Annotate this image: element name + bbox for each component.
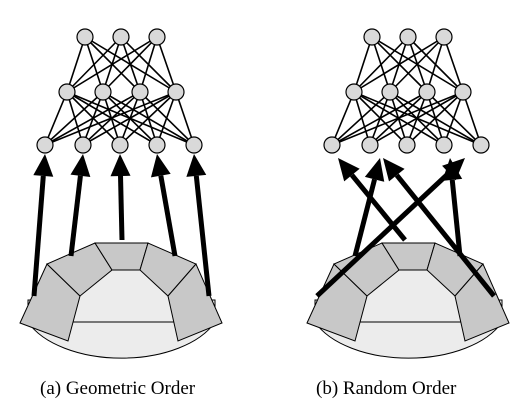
- connection: [66, 36, 86, 93]
- caption-b: (b) Random Order: [316, 378, 457, 399]
- sensor-segment: [454, 263, 510, 342]
- connection: [389, 36, 445, 93]
- connection: [156, 36, 177, 93]
- arrow-head: [383, 158, 405, 182]
- arrow-head: [150, 154, 171, 178]
- neuron: [435, 28, 453, 46]
- neuron: [185, 136, 203, 154]
- connection: [66, 36, 158, 93]
- neuron: [398, 136, 416, 154]
- connection: [82, 91, 177, 146]
- neuron: [74, 136, 92, 154]
- arrow-shaft: [315, 171, 451, 298]
- connection: [426, 36, 445, 93]
- neural-network: [323, 28, 490, 154]
- connection: [353, 36, 373, 93]
- connection: [369, 91, 464, 146]
- panel-geometric-order: (a) Geometric Order: [19, 28, 223, 399]
- sensor-array: [306, 242, 510, 359]
- neuron: [111, 136, 129, 154]
- connection: [156, 91, 177, 146]
- neuron: [112, 28, 130, 46]
- connection: [66, 36, 122, 93]
- arrow-head: [338, 158, 360, 182]
- neuron: [472, 136, 490, 154]
- arrow-shaft: [68, 175, 83, 257]
- connection: [462, 91, 482, 146]
- sensor-array: [19, 242, 223, 359]
- arrow-head: [110, 154, 131, 177]
- arrow-shaft: [31, 175, 46, 297]
- mapping-arrows: [31, 154, 212, 297]
- connection: [331, 91, 428, 146]
- connection: [102, 36, 158, 93]
- connection: [353, 36, 445, 93]
- arrow-shaft: [394, 173, 496, 298]
- neuron: [131, 83, 149, 101]
- arrow-head: [442, 158, 463, 181]
- neuron: [418, 83, 436, 101]
- connection: [44, 91, 104, 146]
- neural-network: [36, 28, 203, 154]
- neuron: [363, 28, 381, 46]
- panel-random-order: (b) Random Order: [306, 28, 510, 399]
- connection: [331, 91, 391, 146]
- neuron: [323, 136, 341, 154]
- neuron: [167, 83, 185, 101]
- connection: [175, 91, 195, 146]
- arrow-head: [33, 154, 54, 177]
- connection: [406, 91, 464, 146]
- arrow-shaft: [449, 179, 463, 257]
- arrow-shaft: [352, 178, 377, 257]
- connection: [353, 36, 409, 93]
- connection: [331, 91, 464, 146]
- neuron: [76, 28, 94, 46]
- neuron: [148, 136, 166, 154]
- neuron: [58, 83, 76, 101]
- neuron: [361, 136, 379, 154]
- arrow-head: [364, 158, 385, 182]
- arrow-head: [186, 154, 207, 177]
- neuron: [345, 83, 363, 101]
- neuron: [148, 28, 166, 46]
- arrow-shaft: [193, 175, 212, 297]
- neuron: [454, 83, 472, 101]
- connection: [44, 91, 141, 146]
- arrow-shaft: [118, 175, 125, 241]
- arrow-shaft: [158, 175, 178, 257]
- connection: [44, 91, 177, 146]
- arrow-shaft: [349, 173, 407, 242]
- neuron: [435, 136, 453, 154]
- mapping-arrows: [315, 158, 496, 298]
- connection: [44, 91, 68, 146]
- neuron: [94, 83, 112, 101]
- neuron: [381, 83, 399, 101]
- connection: [139, 36, 158, 93]
- connection: [443, 36, 464, 93]
- connection: [119, 91, 177, 146]
- caption-a: (a) Geometric Order: [40, 378, 196, 399]
- neuron: [399, 28, 417, 46]
- connection: [331, 91, 355, 146]
- sensor-segment: [167, 263, 223, 342]
- connection: [443, 91, 464, 146]
- neuron: [36, 136, 54, 154]
- arrow-head: [70, 154, 91, 178]
